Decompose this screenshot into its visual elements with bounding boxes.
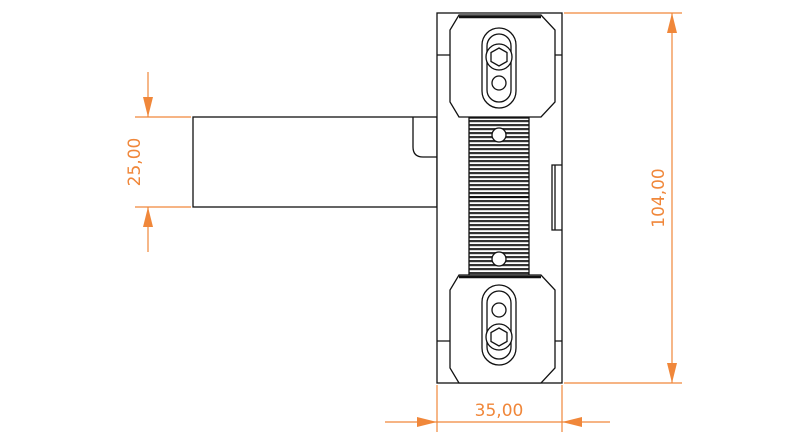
dimension-width: 35,00 [385, 385, 610, 432]
dimension-label-shank: 25,00 [125, 138, 145, 187]
dimension-label-width: 35,00 [475, 401, 524, 421]
bottom-clamp [449, 274, 556, 384]
hex-screw-icon [490, 327, 508, 347]
dimension-label-height: 104,00 [649, 168, 669, 227]
hole-icon [491, 251, 507, 267]
tool-shank [192, 116, 438, 208]
serrated-clamp-strip [468, 117, 530, 277]
hole-icon [491, 127, 507, 143]
top-clamp [449, 14, 556, 118]
hex-screw-icon [490, 47, 508, 67]
dimension-shank-height: 25,00 [125, 72, 191, 252]
dimension-total-height: 104,00 [564, 12, 682, 384]
